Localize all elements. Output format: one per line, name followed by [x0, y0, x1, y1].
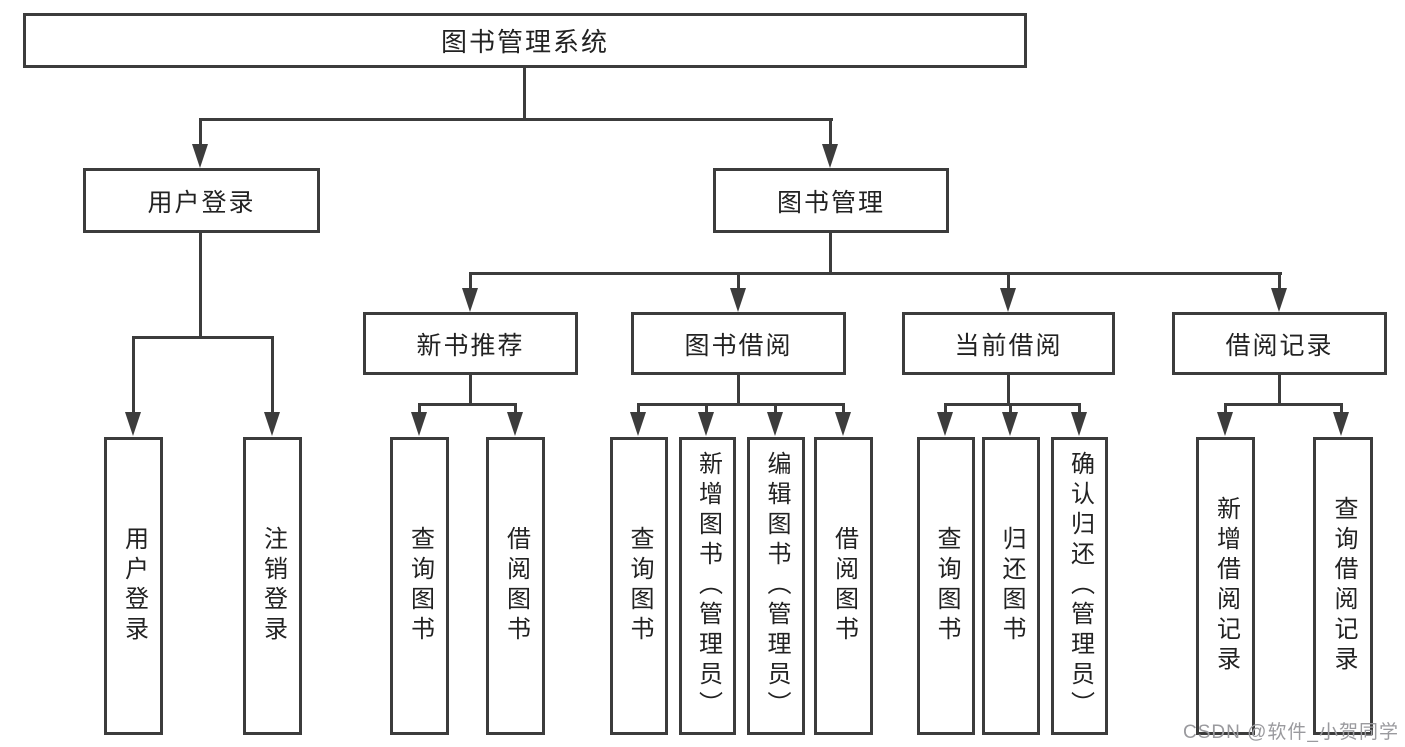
leaf-borrow-books-borrowing: 借阅图书 [814, 437, 873, 735]
arrow-down-icon [411, 412, 427, 436]
leaf-edit-book-admin: 编辑图书（管理员） [747, 437, 805, 735]
connector-line [469, 375, 472, 403]
arrow-down-icon [698, 412, 714, 436]
leaf-add-book-admin-label: 新增图书（管理员） [694, 451, 722, 721]
leaf-return-books-label: 归还图书 [998, 526, 1025, 646]
node-borrow-records: 借阅记录 [1172, 312, 1387, 375]
leaf-query-books-current: 查询图书 [917, 437, 975, 735]
connector-line [637, 403, 845, 406]
leaf-user-login-label: 用户登录 [120, 526, 148, 646]
connector-line [737, 272, 740, 290]
connector-line [829, 118, 832, 146]
arrow-down-icon [125, 412, 141, 436]
leaf-logout-login-label: 注销登录 [259, 526, 287, 646]
leaf-query-books-current-label: 查询图书 [933, 526, 960, 646]
watermark: CSDN @软件_小贺同学 [1183, 722, 1399, 743]
connector-line [418, 403, 421, 414]
arrow-down-icon [822, 144, 838, 168]
connector-line [1007, 272, 1010, 290]
node-root: 图书管理系统 [23, 13, 1027, 68]
leaf-query-books-borrowing-label: 查询图书 [626, 526, 653, 646]
connector-line [944, 403, 1081, 406]
arrow-down-icon [630, 412, 646, 436]
connector-line [1340, 403, 1343, 414]
leaf-confirm-return-admin: 确认归还（管理员） [1051, 437, 1108, 735]
connector-line [469, 272, 472, 290]
leaf-add-borrow-record-label: 新增借阅记录 [1212, 496, 1240, 676]
connector-line [199, 118, 833, 121]
arrow-down-icon [1271, 288, 1287, 312]
arrow-down-icon [1071, 412, 1087, 436]
leaf-query-borrow-record-label: 查询借阅记录 [1330, 496, 1357, 676]
arrow-down-icon [192, 144, 208, 168]
connector-line [1224, 403, 1227, 414]
leaf-query-books-recommend: 查询图书 [390, 437, 449, 735]
connector-line [829, 233, 832, 272]
leaf-user-login: 用户登录 [104, 437, 163, 735]
leaf-return-books: 归还图书 [982, 437, 1040, 735]
connector-line [1278, 375, 1281, 403]
connector-line [1009, 403, 1012, 414]
arrow-down-icon [462, 288, 478, 312]
leaf-add-borrow-record: 新增借阅记录 [1196, 437, 1255, 735]
leaf-query-borrow-record: 查询借阅记录 [1313, 437, 1373, 735]
connector-line [523, 68, 526, 118]
leaf-query-books-borrowing: 查询图书 [610, 437, 668, 735]
node-new-book-recommend-label: 新书推荐 [416, 331, 525, 360]
leaf-borrow-books-borrowing-label: 借阅图书 [830, 526, 858, 646]
node-book-management-label: 图书管理 [776, 188, 885, 217]
leaf-borrow-books-recommend-label: 借阅图书 [502, 526, 530, 646]
connector-line [271, 336, 274, 414]
leaf-borrow-books-recommend: 借阅图书 [486, 437, 545, 735]
connector-line [1007, 375, 1010, 403]
leaf-add-book-admin: 新增图书（管理员） [679, 437, 736, 735]
connector-line [637, 403, 640, 414]
connector-line [199, 233, 202, 336]
connector-line [132, 336, 274, 339]
arrow-down-icon [1002, 412, 1018, 436]
arrow-down-icon [1217, 412, 1233, 436]
node-borrow-records-label: 借阅记录 [1225, 331, 1334, 360]
arrow-down-icon [264, 412, 280, 436]
connector-line [132, 336, 135, 414]
node-root-label: 图书管理系统 [440, 27, 609, 57]
connector-line [514, 403, 517, 414]
connector-line [1078, 403, 1081, 414]
arrow-down-icon [507, 412, 523, 436]
connector-line [944, 403, 947, 414]
connector-line [1224, 403, 1343, 406]
connector-line [842, 403, 845, 414]
node-current-borrowing: 当前借阅 [902, 312, 1115, 375]
arrow-down-icon [1333, 412, 1349, 436]
node-book-borrowing: 图书借阅 [631, 312, 846, 375]
leaf-query-books-recommend-label: 查询图书 [406, 526, 434, 646]
leaf-logout-login: 注销登录 [243, 437, 302, 735]
connector-line [705, 403, 708, 414]
node-current-borrowing-label: 当前借阅 [954, 331, 1063, 360]
connector-line [418, 403, 517, 406]
node-book-borrowing-label: 图书借阅 [684, 331, 793, 360]
leaf-edit-book-admin-label: 编辑图书（管理员） [763, 451, 790, 721]
connector-line [737, 375, 740, 403]
arrow-down-icon [767, 412, 783, 436]
arrow-down-icon [730, 288, 746, 312]
connector-line [774, 403, 777, 414]
node-user-login: 用户登录 [83, 168, 320, 233]
connector-line [1278, 272, 1281, 290]
node-user-login-label: 用户登录 [147, 188, 256, 217]
connector-line [199, 118, 202, 146]
connector-line [469, 272, 1282, 275]
node-new-book-recommend: 新书推荐 [363, 312, 578, 375]
leaf-confirm-return-admin-label: 确认归还（管理员） [1066, 451, 1094, 721]
arrow-down-icon [937, 412, 953, 436]
node-book-management: 图书管理 [713, 168, 949, 233]
arrow-down-icon [1000, 288, 1016, 312]
arrow-down-icon [835, 412, 851, 436]
